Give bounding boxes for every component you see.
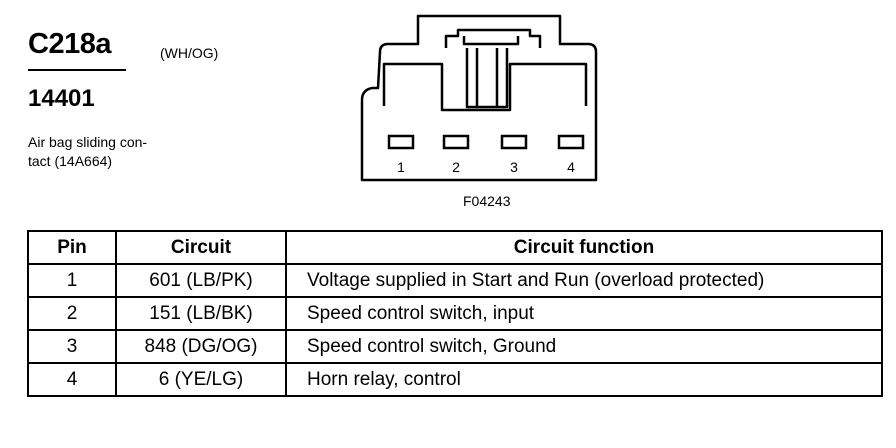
cell-pin: 2 bbox=[27, 296, 117, 331]
pin-label: 3 bbox=[510, 159, 518, 175]
cell-circuit: 848 (DG/OG) bbox=[115, 329, 287, 364]
description-text: Air bag sliding con- tact (14A664) bbox=[28, 134, 148, 169]
cell-circuit: 601 (LB/PK) bbox=[115, 263, 287, 298]
cell-pin: 3 bbox=[27, 329, 117, 364]
cell-function: Speed control switch, input bbox=[285, 296, 883, 331]
table-row: 4 6 (YE/LG) Horn relay, control bbox=[27, 362, 883, 397]
pin-label: 2 bbox=[452, 159, 460, 175]
table-header-row: Pin Circuit Circuit function bbox=[27, 230, 883, 265]
pin-label: 4 bbox=[567, 159, 575, 175]
cell-function: Voltage supplied in Start and Run (overl… bbox=[285, 263, 883, 298]
locking-tab bbox=[444, 28, 542, 48]
cell-function: Horn relay, control bbox=[285, 362, 883, 397]
header-circuit-function: Circuit function bbox=[285, 230, 883, 265]
table-row: 2 151 (LB/BK) Speed control switch, inpu… bbox=[27, 296, 883, 331]
connector-color-code: (WH/OG) bbox=[160, 45, 219, 61]
cell-pin: 1 bbox=[27, 263, 117, 298]
cell-circuit: 151 (LB/BK) bbox=[115, 296, 287, 331]
cell-pin: 4 bbox=[27, 362, 117, 397]
pin-slot-3 bbox=[500, 134, 528, 150]
connector-housing bbox=[360, 14, 598, 182]
pinout-table: Pin Circuit Circuit function 1 601 (LB/P… bbox=[27, 230, 883, 397]
connector-cavity bbox=[382, 62, 588, 112]
pin-label: 1 bbox=[397, 159, 405, 175]
pin-slot-2 bbox=[442, 134, 470, 150]
pin-slot-1 bbox=[387, 134, 415, 150]
part-number: 14401 bbox=[28, 85, 95, 112]
header-pin: Pin bbox=[27, 230, 117, 265]
component-description: Air bag sliding con- tact (14A664) bbox=[28, 133, 198, 171]
connector-face-diagram: 1 2 3 4 bbox=[360, 14, 598, 182]
table-row: 3 848 (DG/OG) Speed control switch, Grou… bbox=[27, 329, 883, 364]
connector-id: C218a bbox=[28, 28, 111, 60]
figure-id: F04243 bbox=[463, 193, 511, 209]
table-row: 1 601 (LB/PK) Voltage supplied in Start … bbox=[27, 263, 883, 298]
cell-circuit: 6 (YE/LG) bbox=[115, 362, 287, 397]
cell-function: Speed control switch, Ground bbox=[285, 329, 883, 364]
header-circuit: Circuit bbox=[115, 230, 287, 265]
pin-slot-4 bbox=[557, 134, 585, 150]
connector-id-underline bbox=[28, 69, 126, 71]
